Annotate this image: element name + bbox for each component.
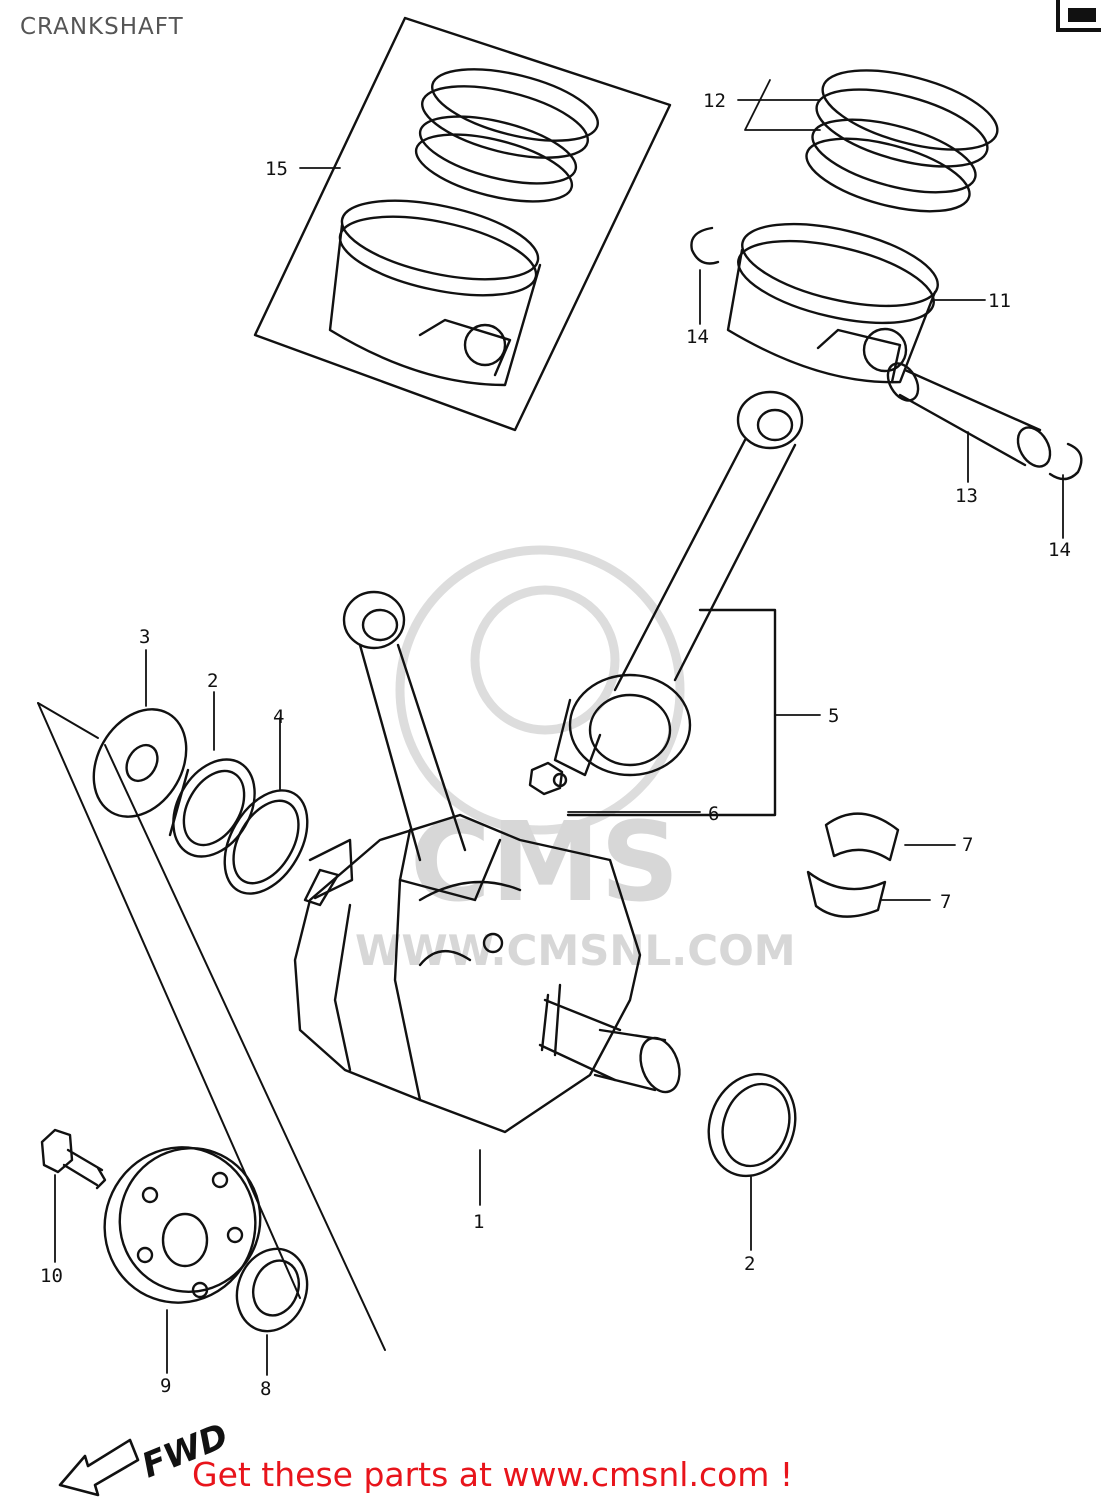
callout-1: 1 [473,1211,484,1233]
callout-14-upper: 14 [686,326,709,348]
engine-case-diagonal-line [104,744,386,1351]
diagram-title: CRANKSHAFT [20,14,184,40]
callout-14-lower: 14 [1048,539,1071,561]
callout-bracket-conrod [566,608,777,817]
piston-kit-outline [253,16,672,432]
piston-ring-set [805,69,999,213]
footer-link-text[interactable]: Get these parts at www.cmsnl.com ! [192,1455,794,1494]
circlip-lower [1048,442,1083,481]
bolt [40,1128,107,1190]
piston-kit [328,199,542,387]
crankshaft-bearing-left [168,758,256,858]
callout-8: 8 [260,1378,271,1400]
callout-7-upper: 7 [962,834,973,856]
callout-5: 5 [828,705,839,727]
crankshaft-bearing-right [707,1072,797,1178]
primary-drive-gear [103,1146,262,1304]
callout-leader-lines [54,79,1064,1376]
conrod-nut [528,761,564,796]
callout-13: 13 [955,485,978,507]
watermark-url-text: WWW.CMSNL.COM [355,926,796,975]
cmsnl-watermark [395,545,685,835]
callout-2-left: 2 [207,670,218,692]
crankshaft-sprocket [235,1247,309,1333]
callout-6: 6 [708,803,719,825]
engine-case-reference-line [37,702,99,739]
conrod-bearing-upper [824,812,900,862]
callout-10: 10 [40,1265,63,1287]
piston-ring-set-kit [414,68,599,203]
callout-3: 3 [139,626,150,648]
piston [726,222,939,384]
callout-7-lower: 7 [940,891,951,913]
piston-pin [886,362,1052,468]
callout-9: 9 [160,1375,171,1397]
callout-15: 15 [265,158,288,180]
callout-11: 11 [988,290,1011,312]
thrust-washer [92,708,188,818]
crankshaft-oil-seal-ring [223,789,309,895]
page-corner-tab [1056,0,1101,32]
crankshaft [293,813,681,1134]
forward-direction-arrow [58,1438,140,1497]
callout-12: 12 [703,90,726,112]
connecting-rod [552,390,804,788]
conrod-bearing-lower [806,870,887,918]
callout-4: 4 [273,706,284,728]
circlip-upper [690,226,720,265]
callout-2-right: 2 [744,1253,755,1275]
